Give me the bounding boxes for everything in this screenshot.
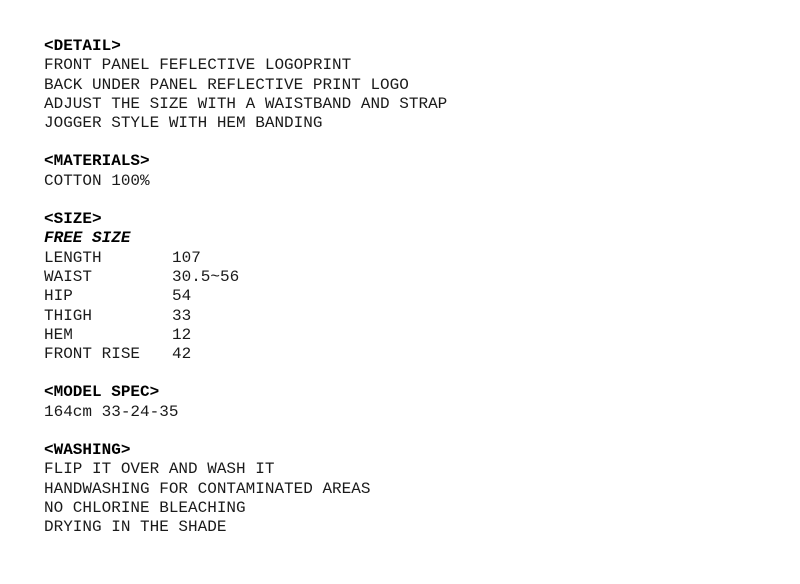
washing-line: HANDWASHING FOR CONTAMINATED AREAS [44,479,371,498]
materials-line: COTTON 100% [44,171,150,190]
washing-section: <WASHING> FLIP IT OVER AND WASH IT HANDW… [44,441,764,537]
size-label: THIGH [44,306,93,325]
size-value: 42 [172,345,192,364]
model-spec-line: 164cm 33-24-35 [44,402,179,421]
detail-line: ADJUST THE SIZE WITH A WAISTBAND AND STR… [44,94,448,113]
model-spec-section: <MODEL SPEC> 164cm 33-24-35 [44,383,764,422]
size-heading: <SIZE> [44,210,102,229]
washing-line: FLIP IT OVER AND WASH IT [44,460,275,479]
size-row: LENGTH 107 [44,249,764,268]
model-spec-heading: <MODEL SPEC> [44,383,160,402]
size-row: HEM 12 [44,326,764,345]
size-row: THIGH 33 [44,307,764,326]
size-value: 54 [172,287,192,306]
size-value: 12 [172,325,192,344]
size-label: HEM [44,325,73,344]
size-section: <SIZE> FREE SIZE LENGTH 107 WAIST 30.5~5… [44,210,764,364]
size-label: HIP [44,287,73,306]
size-row: WAIST 30.5~56 [44,268,764,287]
size-label: LENGTH [44,248,102,267]
size-value: 33 [172,306,192,325]
detail-line: JOGGER STYLE WITH HEM BANDING [44,114,323,133]
product-info-document: <DETAIL> FRONT PANEL FEFLECTIVE LOGOPRIN… [44,37,764,557]
washing-line: DRYING IN THE SHADE [44,518,227,537]
detail-line: FRONT PANEL FEFLECTIVE LOGOPRINT [44,56,352,75]
detail-line: BACK UNDER PANEL REFLECTIVE PRINT LOGO [44,75,409,94]
size-row: FRONT RISE 42 [44,345,764,364]
size-value: 107 [172,248,201,267]
washing-heading: <WASHING> [44,441,131,460]
detail-heading: <DETAIL> [44,37,121,55]
materials-heading: <MATERIALS> [44,152,150,171]
size-value: 30.5~56 [172,267,240,286]
washing-line: NO CHLORINE BLEACHING [44,498,246,517]
size-label: FRONT RISE [44,345,141,364]
size-row: HIP 54 [44,287,764,306]
materials-section: <MATERIALS> COTTON 100% [44,152,764,191]
size-label: WAIST [44,267,93,286]
detail-section: <DETAIL> FRONT PANEL FEFLECTIVE LOGOPRIN… [44,37,764,133]
size-subheading: FREE SIZE [44,229,131,248]
